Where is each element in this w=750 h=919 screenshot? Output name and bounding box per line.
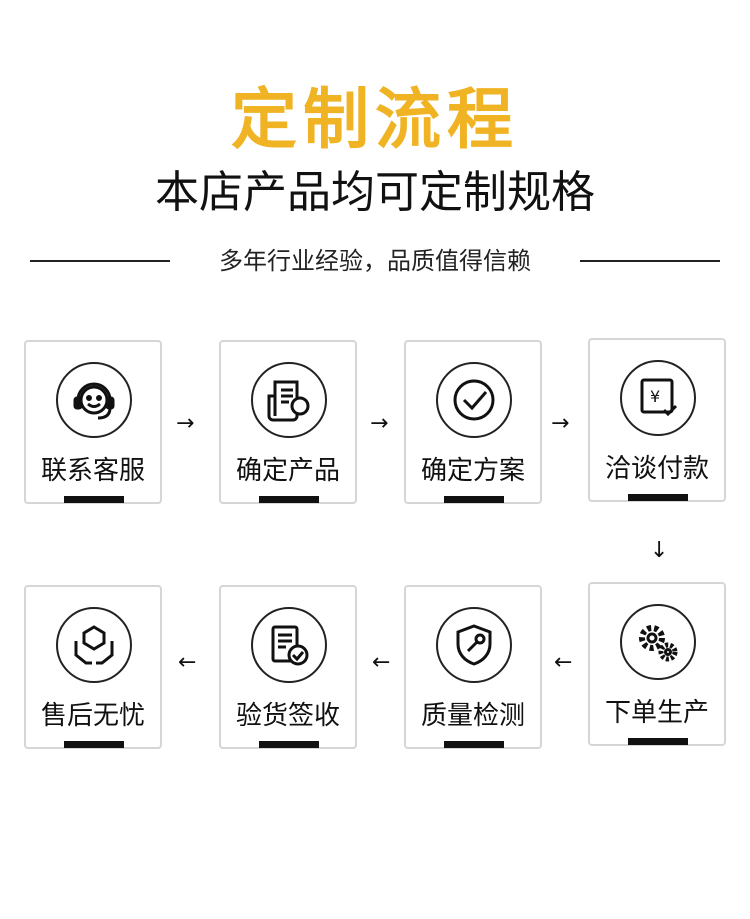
step-label: 确定方案 xyxy=(420,456,525,486)
gears-icon xyxy=(620,604,696,680)
document-check-icon xyxy=(251,607,327,683)
divider-left xyxy=(30,260,170,262)
step-underline xyxy=(444,496,504,503)
step-label: 联系客服 xyxy=(40,456,145,486)
step-label: 下单生产 xyxy=(604,698,709,728)
step-card-receipt: 验货签收 xyxy=(219,585,357,749)
page-subtitle: 本店产品均可定制规格 xyxy=(155,167,595,218)
step-card-production: 下单生产 xyxy=(588,582,726,746)
step-underline xyxy=(628,738,688,745)
hands-box-icon xyxy=(56,607,132,683)
arrow-right-icon: → xyxy=(551,411,570,436)
step-underline xyxy=(64,741,124,748)
step-underline xyxy=(259,496,319,503)
step-card-contact: 联系客服 xyxy=(24,340,162,504)
document-magnifier-icon xyxy=(251,362,327,438)
arrow-right-icon: → xyxy=(370,411,389,436)
step-label: 质量检测 xyxy=(420,701,525,731)
step-label: 洽谈付款 xyxy=(604,454,709,484)
svg-text:¥: ¥ xyxy=(650,387,660,406)
step-underline xyxy=(64,496,124,503)
divider-right xyxy=(580,260,720,262)
step-underline xyxy=(628,494,688,501)
headset-smiley-icon xyxy=(56,362,132,438)
step-card-plan: 确定方案 xyxy=(404,340,542,504)
checkmark-icon xyxy=(436,362,512,438)
tagline-row: 多年行业经验，品质值得信赖 xyxy=(30,244,720,278)
step-card-product: 确定产品 xyxy=(219,340,357,504)
step-underline xyxy=(259,741,319,748)
step-card-payment: ¥ 洽谈付款 xyxy=(588,338,726,502)
arrow-right-icon: → xyxy=(176,411,195,436)
step-label: 售后无忧 xyxy=(40,701,145,731)
step-label: 验货签收 xyxy=(235,701,340,731)
arrow-left-icon: ← xyxy=(372,650,391,675)
arrow-left-icon: ← xyxy=(178,650,197,675)
page-title: 定制流程 xyxy=(231,81,519,158)
arrow-down-icon: ↓ xyxy=(650,538,669,563)
step-card-aftersales: 售后无忧 xyxy=(24,585,162,749)
step-label: 确定产品 xyxy=(235,456,340,486)
yen-payment-icon: ¥ xyxy=(620,360,696,436)
arrow-left-icon: ← xyxy=(554,650,573,675)
step-underline xyxy=(444,741,504,748)
shield-wrench-icon xyxy=(436,607,512,683)
step-card-inspection: 质量检测 xyxy=(404,585,542,749)
tagline: 多年行业经验，品质值得信赖 xyxy=(219,247,531,275)
